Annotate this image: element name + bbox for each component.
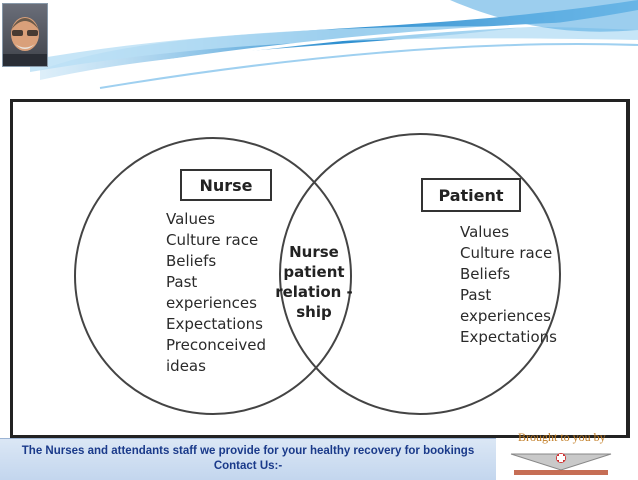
list-item: Past [166, 272, 266, 293]
footer-line-1: The Nurses and attendants staff we provi… [0, 444, 496, 459]
nurse-title: Nurse [199, 176, 252, 195]
list-item: ideas [166, 356, 266, 377]
nursing-logo-icon [506, 446, 616, 476]
list-item: Expectations [460, 327, 557, 348]
overlap-line: relation - [259, 282, 369, 302]
list-item: Values [166, 209, 266, 230]
list-item: Culture race [166, 230, 266, 251]
presenter-avatar [2, 3, 48, 67]
person-photo-icon [3, 4, 47, 66]
overlap-line: patient [259, 262, 369, 282]
footer-line-2: Contact Us:- [0, 459, 496, 474]
footer-text: The Nurses and attendants staff we provi… [0, 444, 496, 474]
header-swoosh-decoration [0, 0, 638, 95]
patient-attributes-list: Values Culture race Beliefs Past experie… [460, 222, 557, 348]
list-item: Culture race [460, 243, 557, 264]
overlap-line: ship [259, 302, 369, 322]
list-item: Values [460, 222, 557, 243]
patient-title: Patient [438, 186, 503, 205]
list-item: experiences [460, 306, 557, 327]
list-item: experiences [166, 293, 266, 314]
nurse-title-box: Nurse [180, 169, 272, 201]
list-item: Preconceived [166, 335, 266, 356]
list-item: Beliefs [460, 264, 557, 285]
list-item: Expectations [166, 314, 266, 335]
list-item: Beliefs [166, 251, 266, 272]
overlap-line: Nurse [259, 242, 369, 262]
nurse-attributes-list: Values Culture race Beliefs Past experie… [166, 209, 266, 377]
patient-title-box: Patient [421, 178, 521, 212]
venn-diagram-frame: Nurse Patient Values Culture race Belief… [10, 99, 630, 438]
brought-by-label: Brought to you by [518, 430, 606, 445]
list-item: Past [460, 285, 557, 306]
overlap-label: Nurse patient relation - ship [259, 242, 369, 322]
